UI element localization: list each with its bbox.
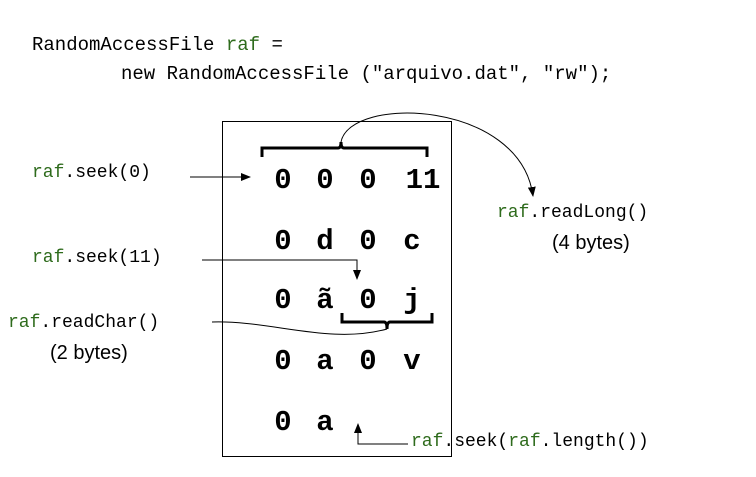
seek-11-arrow [202,259,361,280]
file-cell: 0 [274,164,292,197]
read-char-label: raf.readChar() [8,313,160,333]
file-cell: 0 [274,225,292,258]
char-brace [340,313,434,330]
file-cell: 0 [316,164,334,197]
code-line-1: RandomAccessFile raf = [32,34,283,56]
file-cell: a [316,345,334,378]
file-cell: v [403,345,421,378]
read-char-size-note: (2 bytes) [50,342,128,364]
seek-length-arrow [354,423,408,445]
file-cell: 0 [359,164,377,197]
file-cell: 0 [359,225,377,258]
code-var: raf [225,34,261,56]
file-cell: 0 [274,284,292,317]
file-box [222,121,452,457]
read-long-label: raf.readLong() [497,203,649,223]
seek-11-label: raf.seek(11) [32,248,162,268]
file-cell: c [403,225,421,258]
file-cell: 0 [359,345,377,378]
seek-length-label: raf.seek(raf.length()) [411,432,649,452]
read-char-line [211,321,388,335]
read-long-size-note: (4 bytes) [552,232,630,254]
code-line-2: new RandomAccessFile ("arquivo.dat", "rw… [121,63,612,85]
long-brace [260,141,429,157]
file-cell: d [316,225,334,258]
code-op: = [260,34,283,56]
file-cell: 0 [359,284,377,317]
file-cell: 0 [274,406,292,439]
file-cell: j [403,284,421,317]
file-cell: ã [316,284,334,317]
file-cell: 0 [274,345,292,378]
file-cell: 11 [405,164,441,197]
seek-0-label: raf.seek(0) [32,163,151,183]
read-long-arrow [340,112,536,197]
code-class: RandomAccessFile [32,34,226,56]
file-cell: a [316,406,334,439]
